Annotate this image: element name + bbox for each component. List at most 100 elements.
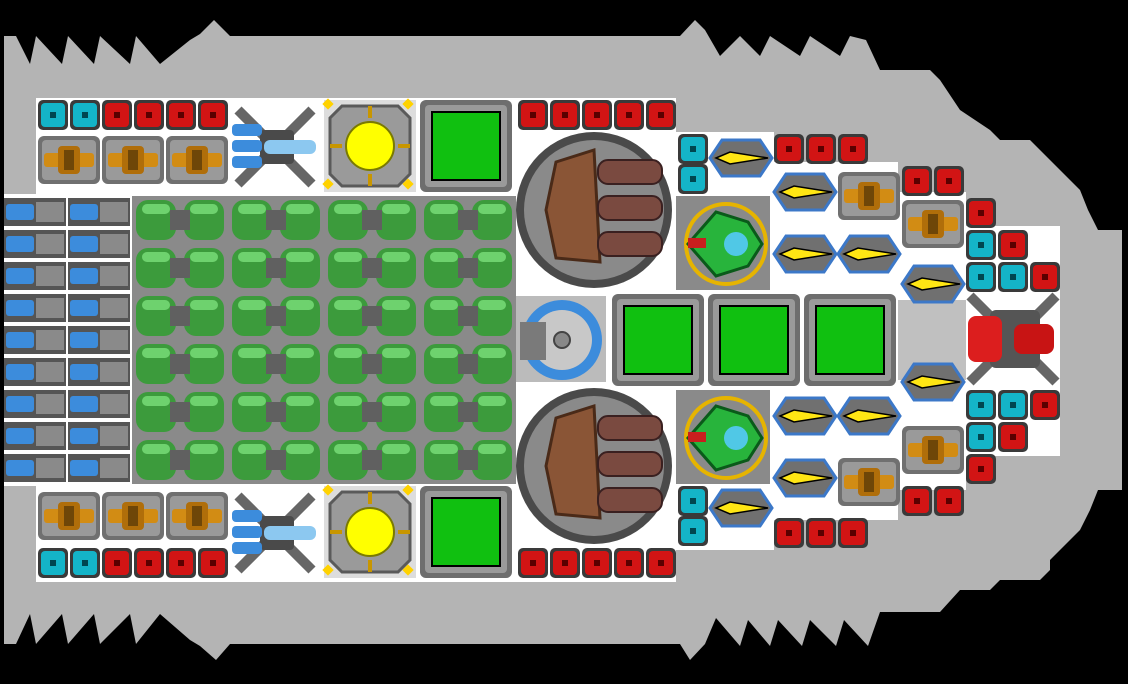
armor-block-cyan[interactable] xyxy=(70,100,100,130)
armor-block-red[interactable] xyxy=(134,100,164,130)
cargo-bay[interactable] xyxy=(420,100,512,192)
armor-block-red[interactable] xyxy=(998,422,1028,452)
armor-block-red[interactable] xyxy=(806,518,836,548)
thruster-module[interactable] xyxy=(68,390,130,418)
armor-block-red[interactable] xyxy=(646,548,676,578)
armor-block-red[interactable] xyxy=(806,134,836,164)
armor-block-red[interactable] xyxy=(518,100,548,130)
armor-block-red[interactable] xyxy=(838,134,868,164)
armor-block-red[interactable] xyxy=(198,100,228,130)
large-engine[interactable] xyxy=(966,292,1060,386)
thruster-module[interactable] xyxy=(4,358,66,386)
thruster-module[interactable] xyxy=(4,198,66,226)
thruster-module[interactable] xyxy=(68,422,130,450)
cannon-turret[interactable] xyxy=(516,388,672,544)
armor-block-red[interactable] xyxy=(838,518,868,548)
plasma-turret[interactable] xyxy=(772,234,838,274)
gyroscope-core[interactable] xyxy=(516,296,606,382)
laser-blaster[interactable] xyxy=(102,136,164,184)
armor-block-red[interactable] xyxy=(902,166,932,196)
thruster-module[interactable] xyxy=(4,230,66,258)
battery-cell-array[interactable] xyxy=(132,196,516,484)
armor-block-red[interactable] xyxy=(966,198,996,228)
thruster-module[interactable] xyxy=(68,262,130,290)
armor-block-red[interactable] xyxy=(1030,262,1060,292)
shield-generator[interactable] xyxy=(676,390,770,484)
laser-blaster[interactable] xyxy=(166,492,228,540)
plasma-turret[interactable] xyxy=(836,234,902,274)
plasma-turret[interactable] xyxy=(708,488,774,528)
armor-block-red[interactable] xyxy=(102,548,132,578)
armor-block-cyan[interactable] xyxy=(678,516,708,546)
plasma-turret[interactable] xyxy=(900,362,966,402)
thruster-module[interactable] xyxy=(4,294,66,322)
armor-block-cyan[interactable] xyxy=(678,134,708,164)
cargo-bay[interactable] xyxy=(708,294,800,386)
thruster-module[interactable] xyxy=(68,198,130,226)
armor-block-red[interactable] xyxy=(934,486,964,516)
thruster-module[interactable] xyxy=(4,262,66,290)
thruster-module[interactable] xyxy=(68,454,130,482)
laser-blaster[interactable] xyxy=(838,172,900,220)
armor-block-cyan[interactable] xyxy=(998,262,1028,292)
armor-block-red[interactable] xyxy=(614,100,644,130)
cannon-turret[interactable] xyxy=(516,132,672,288)
armor-block-red[interactable] xyxy=(774,134,804,164)
laser-blaster[interactable] xyxy=(166,136,228,184)
armor-block-cyan[interactable] xyxy=(966,422,996,452)
armor-block-red[interactable] xyxy=(774,518,804,548)
thruster-module[interactable] xyxy=(4,454,66,482)
cargo-bay[interactable] xyxy=(420,486,512,578)
armor-block-red[interactable] xyxy=(134,548,164,578)
armor-block-red[interactable] xyxy=(614,548,644,578)
plasma-turret[interactable] xyxy=(900,264,966,304)
plasma-turret[interactable] xyxy=(772,458,838,498)
plasma-turret[interactable] xyxy=(772,172,838,212)
armor-block-cyan[interactable] xyxy=(678,164,708,194)
thruster-module[interactable] xyxy=(4,390,66,418)
plasma-turret[interactable] xyxy=(836,396,902,436)
armor-block-red[interactable] xyxy=(550,548,580,578)
armor-block-cyan[interactable] xyxy=(38,548,68,578)
reactor[interactable] xyxy=(322,484,416,578)
armor-block-cyan[interactable] xyxy=(998,390,1028,420)
laser-blaster[interactable] xyxy=(902,200,964,248)
plasma-turret[interactable] xyxy=(708,138,774,178)
thruster-module[interactable] xyxy=(4,422,66,450)
armor-block-red[interactable] xyxy=(166,548,196,578)
armor-block-cyan[interactable] xyxy=(38,100,68,130)
thruster-module[interactable] xyxy=(68,326,130,354)
armor-block-red[interactable] xyxy=(582,548,612,578)
laser-blaster[interactable] xyxy=(38,136,100,184)
armor-block-red[interactable] xyxy=(582,100,612,130)
thruster-module[interactable] xyxy=(4,326,66,354)
reactor[interactable] xyxy=(322,98,416,192)
armor-block-red[interactable] xyxy=(998,230,1028,260)
armor-block-cyan[interactable] xyxy=(70,548,100,578)
laser-blaster[interactable] xyxy=(902,426,964,474)
armor-block-red[interactable] xyxy=(550,100,580,130)
armor-block-cyan[interactable] xyxy=(966,262,996,292)
cargo-bay[interactable] xyxy=(804,294,896,386)
armor-block-cyan[interactable] xyxy=(966,390,996,420)
armor-block-cyan[interactable] xyxy=(966,230,996,260)
armor-block-red[interactable] xyxy=(102,100,132,130)
armor-block-red[interactable] xyxy=(518,548,548,578)
cargo-bay[interactable] xyxy=(612,294,704,386)
armor-block-red[interactable] xyxy=(934,166,964,196)
thruster-module[interactable] xyxy=(68,294,130,322)
thruster-module[interactable] xyxy=(68,230,130,258)
armor-block-red[interactable] xyxy=(1030,390,1060,420)
shield-generator[interactable] xyxy=(676,196,770,290)
armor-block-red[interactable] xyxy=(646,100,676,130)
armor-block-red[interactable] xyxy=(198,548,228,578)
laser-blaster[interactable] xyxy=(38,492,100,540)
armor-block-red[interactable] xyxy=(902,486,932,516)
thruster-module[interactable] xyxy=(68,358,130,386)
armor-block-cyan[interactable] xyxy=(678,486,708,516)
missile-launcher[interactable] xyxy=(230,102,320,192)
laser-blaster[interactable] xyxy=(838,458,900,506)
laser-blaster[interactable] xyxy=(102,492,164,540)
missile-launcher[interactable] xyxy=(230,488,320,578)
plasma-turret[interactable] xyxy=(772,396,838,436)
